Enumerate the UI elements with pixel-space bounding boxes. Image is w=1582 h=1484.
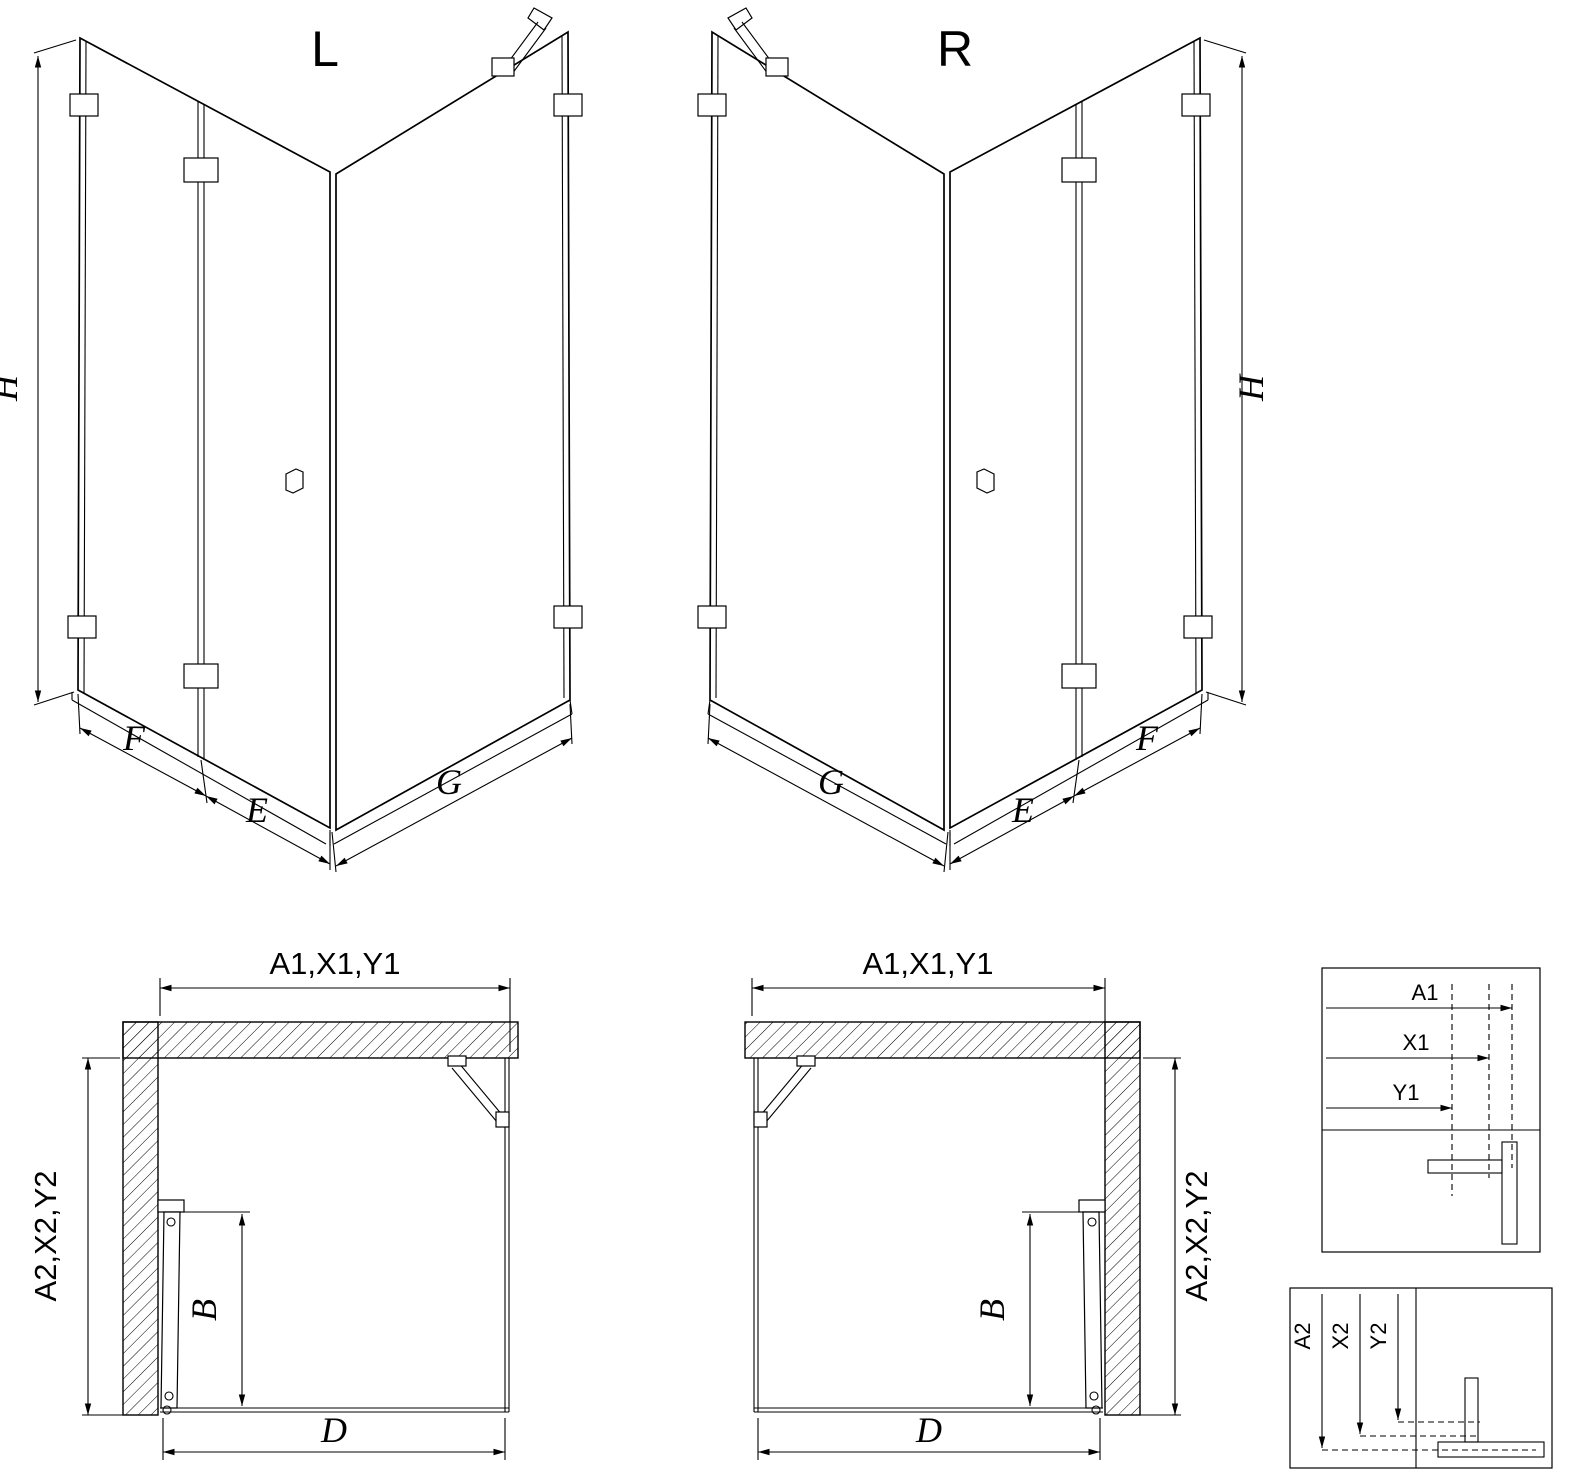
wall-clamp-icon (697, 93, 727, 117)
label-a2: A2 (1290, 1323, 1315, 1350)
wall-profile-section (1501, 1141, 1518, 1245)
r-left-panel-outline (709, 30, 945, 832)
label-side-width: G (436, 762, 462, 802)
l-3d-view: L (0, 7, 583, 873)
label-door-b: B (972, 1299, 1012, 1321)
l-fittings (67, 7, 583, 689)
label-door-width: E (245, 790, 268, 830)
label-fixed-width: F (122, 718, 146, 758)
support-bar-bracket-icon (527, 7, 553, 31)
detail-frame (1289, 1287, 1553, 1469)
r-glass-panels (709, 30, 1203, 832)
l-left-panel-outline (77, 36, 331, 830)
wall-top (744, 1021, 1141, 1059)
wall-clamp-icon (553, 605, 583, 629)
l-fold-hinge-line (197, 101, 205, 760)
wall-left (122, 1021, 159, 1416)
hinge-icon (183, 663, 219, 689)
wall-clamp-icon (697, 605, 727, 629)
door-top-bracket (157, 1199, 185, 1213)
plan-r-door (1078, 1199, 1106, 1415)
door-hinge-icon (166, 1217, 176, 1227)
plan-view-left: A1,X1,Y1 A2,X2,Y2 B D (28, 946, 519, 1460)
label-width-top: A1,X1,Y1 (863, 946, 994, 981)
plan-view-right: A1,X1,Y1 A2,X2,Y2 B D (744, 946, 1214, 1460)
door-top-bracket (1078, 1199, 1106, 1213)
label-fixed-width: F (1135, 718, 1159, 758)
detail-frame (1321, 967, 1541, 1253)
label-width-top: A1,X1,Y1 (270, 946, 401, 981)
wall-profile-section (1437, 1441, 1545, 1458)
l-glass-panels (77, 30, 571, 832)
wall-clamp-icon (67, 615, 97, 639)
door-handle-icon (976, 468, 995, 494)
label-x2: X2 (1328, 1323, 1353, 1350)
r-fold-hinge-line (1075, 101, 1083, 760)
view-title-l: L (311, 21, 339, 77)
plan-r-support-bar (753, 1055, 816, 1128)
r-fittings (697, 7, 1213, 689)
l-dimensions: H F E G (0, 39, 573, 873)
l-left-panel-wall-profile (83, 41, 87, 695)
wall-clamp-icon (69, 93, 99, 117)
l-right-panel-outline (335, 30, 571, 832)
support-bar-bracket-icon (727, 7, 753, 31)
door-pivot-icon (162, 1405, 172, 1415)
door-panel (1082, 1211, 1103, 1409)
r-left-panel-wall-profile (715, 35, 719, 699)
door-hinge-icon (1089, 1391, 1099, 1401)
detail-vertical-dims: A2 X2 Y2 (1289, 1287, 1553, 1469)
reference-lines (1322, 1421, 1536, 1451)
label-y2: Y2 (1366, 1323, 1391, 1350)
reference-lines (1451, 984, 1513, 1196)
wall-clamp-icon (1181, 93, 1211, 117)
glass-profile-section (1464, 1377, 1479, 1443)
plan-r-dimensions: A1,X1,Y1 A2,X2,Y2 B D (751, 946, 1214, 1460)
label-height: H (1231, 373, 1271, 402)
hinge-icon (1061, 663, 1097, 689)
hinge-icon (183, 157, 219, 183)
wall-clamp-icon (553, 93, 583, 117)
door-panel (160, 1211, 181, 1409)
label-a1: A1 (1412, 980, 1439, 1005)
label-side-width: G (818, 762, 844, 802)
hinge-icon (1061, 157, 1097, 183)
wall-right (1104, 1021, 1141, 1416)
plan-l-dimensions: A1,X1,Y1 A2,X2,Y2 B D (28, 946, 511, 1460)
door-hinge-icon (164, 1391, 174, 1401)
l-right-panel-wall-profile (561, 35, 565, 699)
wall-clamp-icon (1183, 615, 1213, 639)
label-bottom-d: D (320, 1410, 347, 1450)
plan-l-door (157, 1199, 185, 1415)
r-dimensions: H F E G (707, 39, 1271, 873)
plan-l-support-bar (447, 1055, 510, 1128)
support-bar-clamp-icon (765, 57, 789, 77)
glass-profile-section (1427, 1159, 1503, 1174)
plan-r-glass (753, 1058, 1103, 1413)
label-height: H (0, 373, 25, 402)
plan-l-glass (160, 1058, 510, 1413)
wall-top (122, 1021, 519, 1059)
r-3d-view: R (697, 7, 1271, 873)
r-right-panel-wall-profile (1193, 41, 1197, 695)
label-y1: Y1 (1393, 1080, 1420, 1105)
view-title-r: R (937, 21, 973, 77)
door-handle-icon (285, 468, 304, 494)
door-hinge-icon (1087, 1217, 1097, 1227)
support-bar-clamp-icon (491, 57, 515, 77)
label-depth-right: A2,X2,Y2 (1179, 1171, 1214, 1302)
label-door-b: B (184, 1299, 224, 1321)
label-door-width: E (1011, 790, 1034, 830)
label-depth-left: A2,X2,Y2 (28, 1171, 63, 1302)
door-pivot-icon (1091, 1405, 1101, 1415)
detail-horizontal-dims: A1 X1 Y1 (1321, 967, 1541, 1253)
label-bottom-d: D (915, 1410, 942, 1450)
label-x1: X1 (1403, 1030, 1430, 1055)
